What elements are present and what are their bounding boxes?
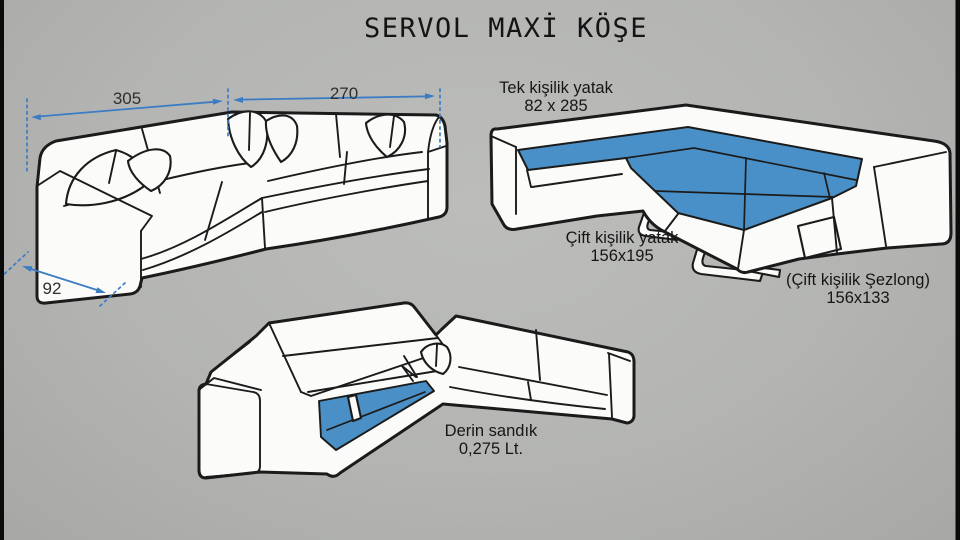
label-single-bed: Tek kişilik yatak bbox=[499, 79, 613, 97]
mattress-seam bbox=[823, 172, 831, 199]
arrowhead bbox=[233, 96, 243, 103]
mattress-seam bbox=[625, 147, 857, 181]
pillow-crease bbox=[389, 115, 395, 148]
right-seat-divider bbox=[527, 381, 532, 401]
label-chaise-size: 156x133 bbox=[826, 289, 889, 307]
right-back-divider bbox=[535, 329, 541, 381]
armrest-left-outline bbox=[198, 383, 261, 478]
support-panel bbox=[796, 215, 843, 260]
armrest-right-back bbox=[427, 116, 440, 153]
box-inner-wall-seam bbox=[326, 391, 426, 431]
pillow bbox=[264, 114, 299, 164]
corner-edge bbox=[261, 197, 266, 249]
label-single-bed-size: 82 x 285 bbox=[524, 97, 587, 115]
dimension-arrow-92 bbox=[30, 268, 98, 291]
mattress-seam bbox=[654, 190, 834, 198]
label-double-bed-size: 156x195 bbox=[590, 247, 653, 265]
dimension-arrow-270 bbox=[241, 95, 427, 101]
armrest-right-edge bbox=[873, 166, 887, 247]
seat-front-right bbox=[261, 168, 430, 199]
label-storage-size: 0,275 Lt. bbox=[459, 440, 523, 458]
mattress-side-edge bbox=[526, 169, 532, 188]
dimension-arrow-305 bbox=[39, 100, 215, 118]
mattress-front-edge bbox=[831, 197, 838, 254]
seat-divider-right bbox=[343, 151, 348, 185]
lid-hinge bbox=[401, 355, 418, 382]
right-edge-bar bbox=[955, 0, 960, 540]
label-storage: Derin sandık bbox=[445, 422, 538, 440]
left-edge-bar bbox=[0, 0, 4, 540]
label-double-bed: Çift kişilik yatak bbox=[566, 229, 680, 247]
extension-line bbox=[0, 251, 29, 279]
lid-left-edge bbox=[268, 322, 302, 393]
dimension-value-width-right: 270 bbox=[330, 84, 358, 103]
seat-front-left bbox=[140, 197, 263, 260]
arrowhead bbox=[212, 98, 223, 105]
armrest-left-top bbox=[490, 135, 517, 148]
seat-divider-left bbox=[204, 181, 223, 241]
armrest-right-edge bbox=[608, 353, 613, 418]
page-title: SERVOL MAXİ KÖŞE bbox=[364, 12, 648, 44]
extension-line bbox=[99, 281, 127, 307]
dimension-value-width-left: 305 bbox=[113, 89, 141, 108]
back-cushion-crease bbox=[223, 341, 251, 363]
pillow bbox=[226, 110, 269, 169]
mattress-side-edge bbox=[531, 173, 623, 188]
back-cushion-divider-right bbox=[335, 113, 341, 158]
dimension-annotations: 305 270 92 bbox=[0, 84, 441, 307]
armrest-left-top bbox=[199, 377, 262, 391]
label-chaise: (Çift kişilik Şezlong) bbox=[786, 271, 930, 289]
armrest-right-top bbox=[607, 352, 631, 362]
back-seam-right bbox=[267, 151, 423, 182]
pillow-crease bbox=[248, 112, 251, 151]
right-seat-front bbox=[449, 386, 606, 410]
seat-edge-right bbox=[264, 180, 429, 213]
storage-view: Derin sandık 0,275 Lt. bbox=[197, 301, 636, 480]
mattress-front-edge bbox=[737, 229, 745, 270]
right-back-seam bbox=[458, 366, 608, 396]
pillow bbox=[126, 148, 172, 193]
mattress-front-edge bbox=[664, 213, 679, 232]
dimension-value-depth: 92 bbox=[43, 279, 62, 298]
box-divider bbox=[346, 393, 363, 423]
arrowhead bbox=[31, 114, 41, 121]
lid-crease bbox=[282, 337, 439, 357]
arrowhead bbox=[22, 266, 33, 272]
pillow bbox=[364, 113, 407, 159]
arrowhead bbox=[95, 287, 106, 293]
corner-sofa-view: 305 270 92 bbox=[0, 84, 449, 307]
arrowhead bbox=[425, 93, 435, 100]
pillow-crease bbox=[108, 150, 117, 184]
bed-view: Tek kişilik yatak 82 x 285 Çift kişilik … bbox=[489, 79, 953, 307]
pillow-crease bbox=[435, 344, 438, 367]
armrest-left-top bbox=[36, 170, 153, 232]
seat-edge-left bbox=[142, 211, 263, 271]
armrest-right-top bbox=[873, 151, 947, 168]
armrest-right-top bbox=[427, 145, 447, 153]
